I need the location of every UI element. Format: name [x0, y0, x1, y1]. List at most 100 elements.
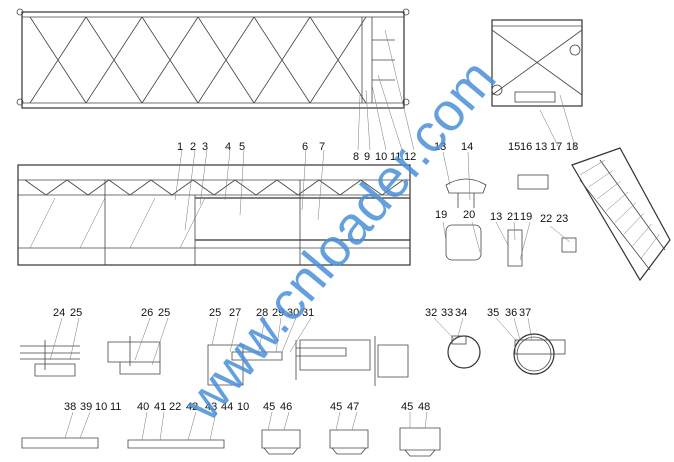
- callout: 45: [401, 401, 413, 413]
- boom-section-isometric: [571, 147, 671, 282]
- callout: 10: [375, 151, 387, 163]
- truss-member: [197, 16, 255, 104]
- truss-member: [45, 179, 68, 196]
- truss-member: [632, 223, 652, 247]
- callout: 11: [390, 151, 401, 163]
- callout: 21: [507, 211, 519, 223]
- callout: 20: [463, 209, 475, 221]
- callout: 15: [508, 141, 520, 153]
- callout: 30: [287, 307, 299, 319]
- callout: 33: [441, 307, 453, 319]
- truss-member: [29, 197, 56, 249]
- callout: 4: [225, 141, 231, 153]
- callout: 28: [256, 307, 268, 319]
- callout: 43: [205, 401, 217, 413]
- callout: 18: [566, 141, 578, 153]
- callout: 23: [556, 213, 568, 225]
- callout: 31: [302, 307, 314, 319]
- callout: 11: [110, 401, 121, 413]
- callout: 8: [353, 151, 359, 163]
- callout: 45: [263, 401, 275, 413]
- callout: 14: [461, 141, 473, 153]
- callout: 27: [229, 307, 241, 319]
- truss-member: [588, 170, 613, 188]
- truss-member: [318, 179, 341, 196]
- callout: 13: [490, 211, 502, 223]
- callouts-details-lower: 38 39 10 11 40 41 22 42 43 44 10 45 46 4…: [64, 401, 430, 413]
- callout: 32: [425, 307, 437, 319]
- truss-member: [213, 179, 236, 196]
- truss-member: [360, 179, 383, 196]
- truss-member: [129, 179, 152, 196]
- callout: 19: [520, 211, 532, 223]
- callout: 42: [186, 401, 198, 413]
- callout: 10: [95, 401, 107, 413]
- truss-member: [29, 16, 87, 104]
- truss-member: [253, 16, 311, 104]
- callout: 22: [169, 401, 181, 413]
- callout: 10: [237, 401, 249, 413]
- truss-member: [179, 197, 206, 249]
- truss-member: [150, 179, 173, 196]
- truss-member: [192, 179, 215, 196]
- truss-member: [171, 179, 194, 196]
- callout: 40: [137, 401, 149, 413]
- callout: 9: [364, 151, 370, 163]
- callout: 6: [302, 141, 308, 153]
- truss-member: [339, 179, 362, 196]
- callouts-details-upper: 13 14 15 16 13 17 18 19 20 13 21 19 22 2…: [434, 141, 578, 225]
- callouts-details-middle: 24 25 26 25 25 27 28 29 30 31 32 33 34 3…: [53, 307, 531, 319]
- callout: 39: [80, 401, 92, 413]
- callout: 12: [404, 151, 416, 163]
- callout: 5: [239, 141, 245, 153]
- callout: 1: [177, 141, 183, 153]
- callout: 25: [158, 307, 170, 319]
- truss-member: [87, 179, 110, 196]
- callout: 36: [505, 307, 517, 319]
- callout: 22: [540, 213, 552, 225]
- callout: 44: [221, 401, 233, 413]
- callout: 17: [550, 141, 562, 153]
- callout: 19: [435, 209, 447, 221]
- callout: 16: [520, 141, 532, 153]
- truss-member: [309, 16, 367, 104]
- callout: 2: [190, 141, 196, 153]
- leader-lines: [49, 29, 577, 441]
- truss-member: [606, 191, 629, 211]
- callout: 41: [154, 401, 166, 413]
- truss-member: [579, 159, 606, 176]
- callout: 38: [64, 401, 76, 413]
- truss-member: [79, 197, 106, 249]
- truss-member: [24, 179, 47, 196]
- callout: 25: [70, 307, 82, 319]
- truss-member: [276, 179, 299, 196]
- truss-member: [297, 179, 320, 196]
- truss-member: [641, 234, 660, 259]
- callout: 45: [330, 401, 342, 413]
- truss-member: [234, 179, 257, 196]
- truss-member: [255, 179, 278, 196]
- boom-section-elevation: [16, 8, 410, 109]
- callout: 48: [418, 401, 430, 413]
- callout: 29: [272, 307, 284, 319]
- callouts-top-view: 8 9 10 11 12: [353, 151, 416, 163]
- truss-member: [597, 181, 621, 199]
- callout: 13: [434, 141, 446, 153]
- truss-member: [623, 212, 644, 235]
- truss-member: [85, 16, 143, 104]
- callout: 13: [535, 141, 547, 153]
- callout: 26: [141, 307, 153, 319]
- detail-drawings: [20, 174, 577, 457]
- callout: 35: [487, 307, 499, 319]
- boom-section-plan: [17, 164, 411, 266]
- callout: 46: [280, 401, 292, 413]
- boom-end-view: [491, 19, 583, 107]
- callouts-side-view: 1 2 3 4 5 6 7: [177, 141, 325, 153]
- truss-member: [66, 179, 89, 196]
- callout: 25: [209, 307, 221, 319]
- callout: 7: [319, 141, 325, 153]
- callout: 3: [202, 141, 208, 153]
- callout: 34: [455, 307, 467, 319]
